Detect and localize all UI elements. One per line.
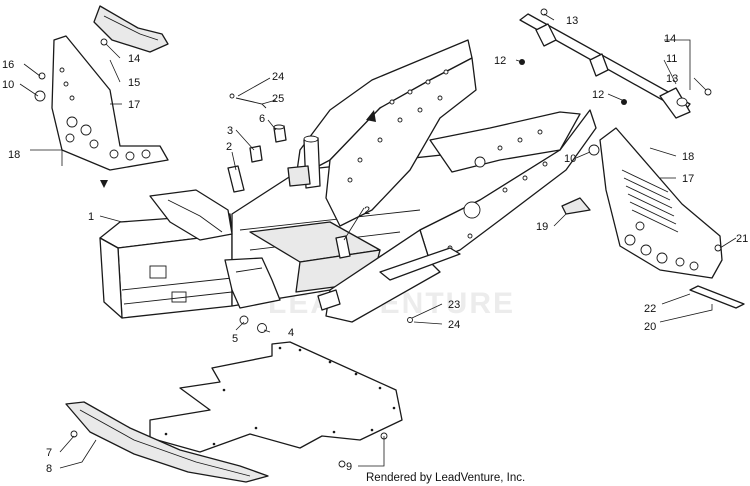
right-footrest-assembly [561,127,745,309]
nut-10 [588,144,600,156]
bulkhead-opening [149,265,167,279]
rail-access-hole [463,201,481,219]
rail-holes [347,69,449,183]
render-credit: Rendered by LeadVenture, Inc. [366,472,525,484]
callout-12: 12 [592,89,604,101]
left-footrest-plate [51,35,169,171]
callout-17: 17 [682,173,694,185]
lower-rail-strip [379,247,461,281]
front-skid-plate [65,401,269,483]
screw-7 [70,430,78,438]
belly-pan-holes [164,346,396,446]
bracket-20 [689,285,745,309]
callout-11: 11 [666,53,677,65]
callout-6: 6 [259,113,265,125]
front-cross-tube [317,289,341,311]
bracket-2-lower [335,235,351,259]
washer-4 [257,323,267,333]
callout-10: 10 [2,79,14,91]
rail-access-hole [474,156,486,168]
bolt-16 [38,72,46,80]
callout-13: 13 [666,73,678,85]
callout-21: 21 [736,233,748,245]
strap-25 [235,97,267,109]
nut-10 [34,90,46,102]
bolt-13 [540,8,548,16]
callout-9: 9 [346,461,352,473]
steering-shaft-collar [535,23,557,47]
arrow-marker-icon [100,180,108,188]
left-front-mount [149,189,233,241]
callout-7: 7 [46,447,52,459]
callout-20: 20 [644,321,656,333]
bolt-13 [704,88,712,96]
callout-13: 13 [566,15,578,27]
left-footrest-assembly [51,5,169,188]
callout-10: 10 [564,153,576,165]
right-footrest-grip [621,169,679,233]
nut-12 [621,99,627,105]
steering-post-top [303,135,319,143]
callout-16: 16 [2,59,14,71]
callout-2: 2 [226,141,232,153]
frame-cylinder [287,165,311,187]
arrow-marker-icon [366,110,376,122]
callout-3: 3 [227,125,233,137]
side-channel [325,57,477,227]
rear-end-rail [429,111,581,173]
callout-24: 24 [272,71,284,83]
left-lower-mount [224,257,281,309]
bolt-21 [714,244,722,252]
callout-14: 14 [664,33,676,45]
rivet-24 [229,93,235,99]
bolt-14 [100,38,108,46]
screw-9 [338,460,346,468]
callout-5: 5 [232,333,238,345]
callout-14: 14 [128,53,140,65]
callout-22: 22 [644,303,656,315]
steering-shaft-end-bore [676,97,688,107]
callout-23: 23 [448,299,460,311]
callout-19: 19 [536,221,548,233]
steering-shaft-collar [589,53,609,77]
toe-plate-19 [561,197,591,215]
callout-labels: 1 2 2 3 4 5 6 7 8 9 10 10 11 12 12 13 13… [2,15,748,475]
steering-shaft-assembly [34,8,712,323]
callout-25: 25 [272,93,284,105]
steering-shaft-end [659,87,691,119]
right-footrest-holes [624,221,699,271]
callout-18: 18 [8,149,20,161]
skid-plate-8 [65,401,269,483]
callout-17: 17 [128,99,140,111]
belly-pan [149,341,403,468]
bushing-3 [249,145,263,163]
main-frame [99,39,597,323]
callout-8: 8 [46,463,52,475]
callout-1: 1 [88,211,94,223]
front-bulkhead-side [99,237,123,319]
callout-24: 24 [448,319,460,331]
brackets [227,97,351,333]
callout-18: 18 [682,151,694,163]
washer-5 [239,315,249,325]
right-lower-panel [325,229,441,323]
callout-4: 4 [288,327,294,339]
belly-pan-plate [149,341,403,453]
callout-2: 2 [364,205,370,217]
left-footrest-holes [59,67,151,161]
bracket-2-upper [227,165,245,193]
leader-lines [19,13,737,469]
callout-12: 12 [494,55,506,67]
bushing-6-end [273,124,285,130]
callout-15: 15 [128,77,140,89]
rail-holes [447,129,548,251]
rivet-23 [407,317,413,323]
